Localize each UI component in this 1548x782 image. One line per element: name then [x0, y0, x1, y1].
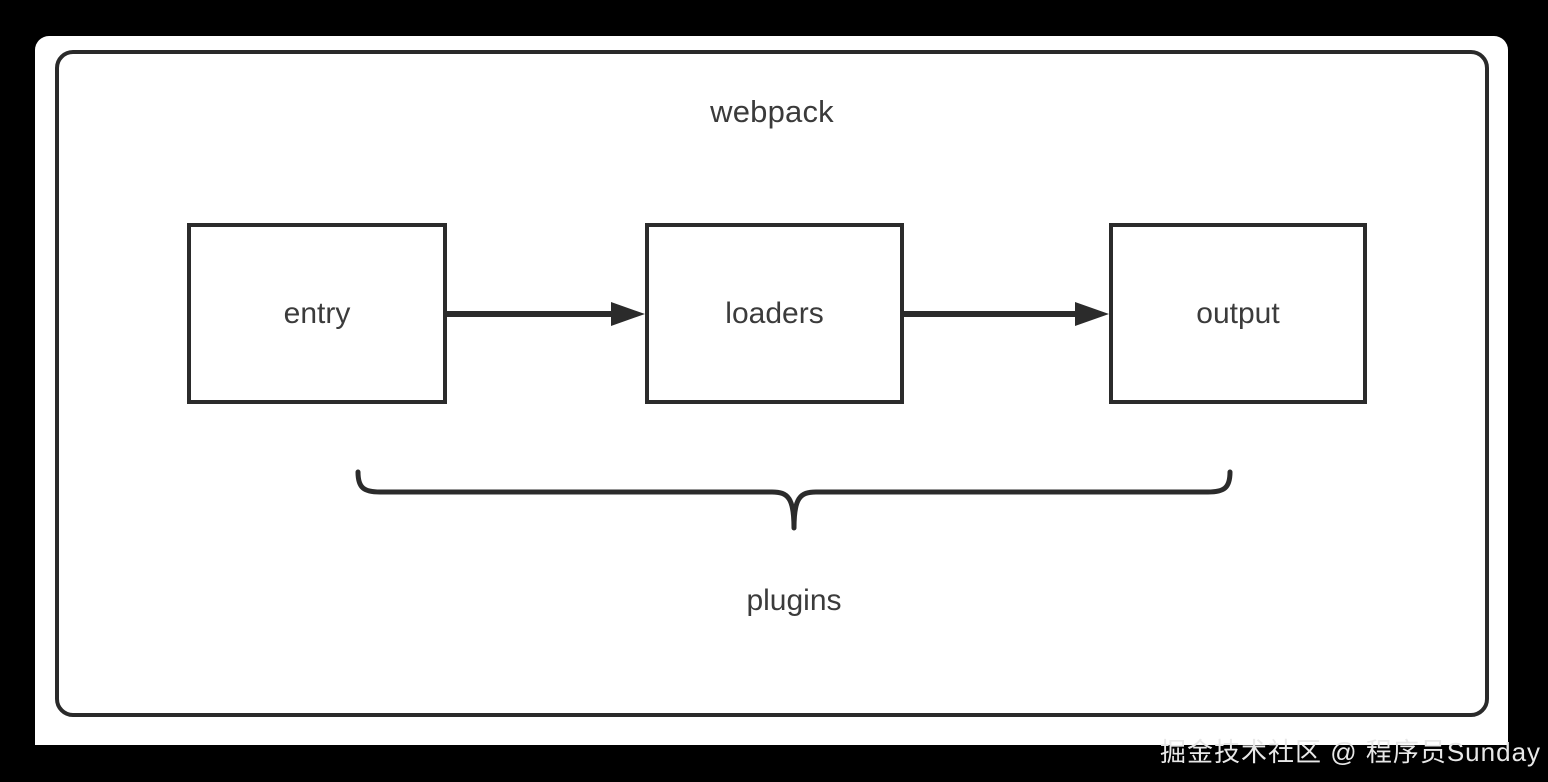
arrow-shaft — [447, 311, 619, 317]
arrow-shaft — [904, 311, 1082, 317]
plugins-label: plugins — [746, 584, 842, 617]
node-output-label: output — [1196, 296, 1280, 330]
node-loaders[interactable]: loaders — [645, 223, 904, 404]
watermark: 掘金技术社区 @ 程序员Sunday — [1160, 737, 1542, 767]
node-output[interactable]: output — [1109, 223, 1367, 404]
arrow-entry-to-loaders — [447, 302, 645, 326]
diagram-frame: webpack entry loaders output plugins — [55, 50, 1489, 717]
page-background-bottom — [0, 745, 1548, 782]
node-entry[interactable]: entry — [187, 223, 447, 404]
arrow-head-icon — [611, 302, 645, 326]
node-entry-label: entry — [283, 296, 351, 330]
plugins-curly-brace-icon — [354, 466, 1234, 536]
arrow-loaders-to-output — [904, 302, 1109, 326]
node-loaders-label: loaders — [725, 296, 824, 330]
curly-brace-svg — [355, 469, 1233, 531]
diagram-title: webpack — [710, 94, 834, 129]
arrow-head-icon — [1075, 302, 1109, 326]
